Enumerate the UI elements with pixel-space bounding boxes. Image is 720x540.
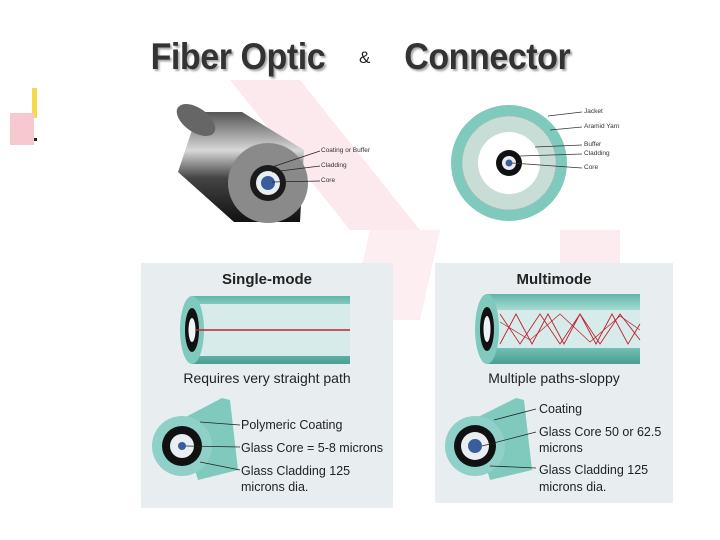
side-label-core: Core (321, 177, 336, 184)
side-label-coating: Coating or Buffer (321, 147, 371, 154)
red-accent-dot (34, 138, 37, 141)
title-part-1: Fiber Optic (150, 36, 325, 77)
multimode-label-core-1: Glass Core 50 or 62.5 (539, 425, 662, 439)
multimode-label-coating: Coating (539, 402, 583, 416)
pink-accent-block (10, 113, 34, 145)
multimode-label-cladding-2: microns dia. (539, 480, 607, 494)
cross-label-core: Core (584, 164, 599, 171)
single-mode-caption: Requires very straight path (183, 370, 351, 386)
single-mode-label-cladding-1: Glass Cladding 125 (241, 464, 351, 478)
cross-label-jacket: Jacket (584, 108, 603, 115)
side-label-cladding: Cladding (321, 162, 347, 169)
title-ampersand: & (358, 48, 371, 67)
multimode-caption: Multiple paths-sloppy (488, 370, 620, 386)
multimode-label-core-2: microns (539, 441, 583, 455)
cross-label-cladding: Cladding (584, 150, 610, 157)
title-part-2: Connector (404, 36, 571, 77)
multimode-label-cladding-1: Glass Cladding 125 (539, 463, 649, 477)
single-mode-label-core: Glass Core = 5-8 microns (241, 441, 384, 455)
single-mode-title: Single-mode (221, 271, 312, 288)
yellow-accent-bar (32, 88, 37, 118)
multimode-title: Multimode (516, 271, 592, 288)
cross-label-buffer: Buffer (584, 141, 602, 148)
single-mode-label-coating: Polymeric Coating (241, 418, 343, 432)
page-title: Fiber Optic & Connector (0, 36, 720, 78)
cross-label-aramid: Aramid Yarn (584, 123, 620, 130)
single-mode-label-cladding-2: microns dia. (241, 480, 309, 494)
